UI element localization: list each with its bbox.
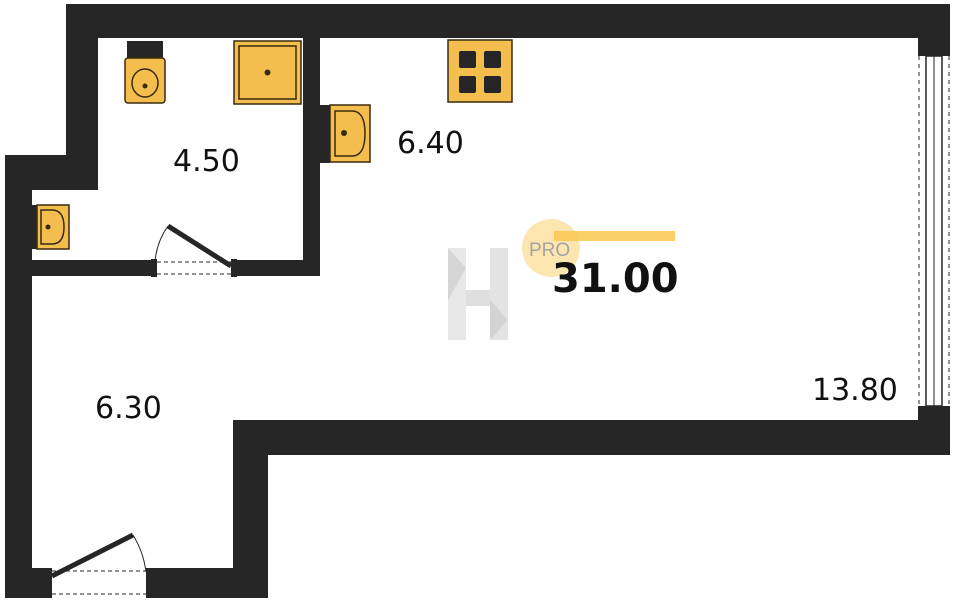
watermark: PRO [448, 219, 675, 340]
total-area-label: 31.00 [552, 256, 679, 302]
accent-bar [554, 231, 675, 241]
pro-badge-text: PRO [529, 240, 570, 261]
stove-icon [447, 39, 513, 103]
wall-left [5, 155, 32, 598]
bathroom-area-label: 4.50 [173, 144, 240, 179]
entrance-door-icon [44, 532, 154, 598]
wall-top [66, 4, 950, 38]
wall-right-bottom [918, 406, 950, 455]
wall-bath-partition [303, 38, 320, 276]
walls [5, 4, 950, 598]
kitchen-sink-icon [320, 104, 371, 163]
kitchen-area-label: 6.40 [397, 126, 464, 161]
shower-tray-icon [233, 40, 302, 105]
wall-entrance-left [5, 568, 49, 598]
toilet-icon [124, 41, 166, 104]
wall-entrance-right [151, 568, 268, 598]
washbasin-icon [32, 204, 70, 250]
window [918, 55, 950, 407]
wall-bottom-step [233, 420, 950, 455]
wall-right-top [918, 4, 950, 56]
living-room-area-label: 13.80 [812, 373, 898, 408]
hallway-area-label: 6.30 [95, 391, 162, 426]
wall-bath-bottom-left [32, 260, 154, 276]
wall-bath-bottom-right [236, 260, 320, 276]
bathroom-door-icon [151, 223, 237, 277]
